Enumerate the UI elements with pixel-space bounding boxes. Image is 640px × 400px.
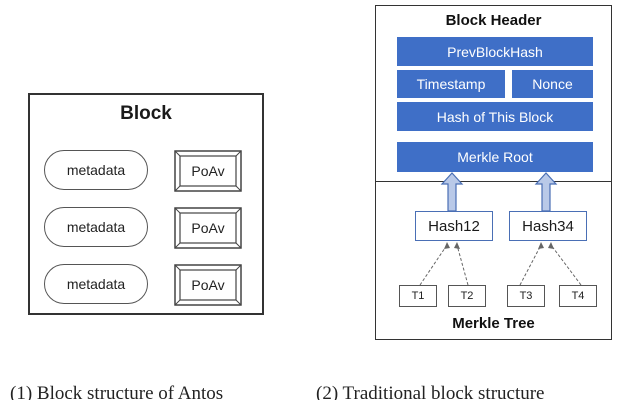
up-arrow-icon	[534, 172, 558, 212]
poav-box: PoAv	[174, 150, 242, 192]
metadata-pill: metadata	[44, 207, 148, 247]
poav-label: PoAv	[191, 220, 225, 236]
transaction-box: T3	[507, 285, 545, 307]
transaction-box: T1	[399, 285, 437, 307]
hash-of-this-block-box: Hash of This Block	[397, 102, 593, 131]
block-title: Block	[120, 103, 172, 124]
transaction-box: T2	[448, 285, 486, 307]
hash12-box: Hash12	[415, 211, 493, 241]
traditional-block-panel: Block Header PrevBlockHash Timestamp Non…	[375, 5, 612, 340]
merkle-tree-title: Merkle Tree	[452, 315, 535, 332]
block-header-title: Block Header	[445, 12, 542, 29]
prev-block-hash-box: PrevBlockHash	[397, 37, 593, 66]
caption-left: (1) Block structure of Antos	[10, 383, 224, 400]
antos-block-panel: Block metadata PoAv metadata	[28, 93, 264, 315]
merkle-root-box: Merkle Root	[397, 142, 593, 172]
block-row: metadata PoAv	[30, 207, 262, 249]
poav-frame-icon	[174, 264, 242, 306]
poav-frame-icon	[174, 207, 242, 249]
transaction-box: T4	[559, 285, 597, 307]
hash34-box: Hash34	[509, 211, 587, 241]
poav-box: PoAv	[174, 264, 242, 306]
block-row: metadata PoAv	[30, 264, 262, 306]
caption-right: (2) Traditional block structure	[316, 383, 545, 400]
poav-box: PoAv	[174, 207, 242, 249]
poav-label: PoAv	[191, 163, 225, 179]
merkle-connectors	[419, 172, 582, 286]
timestamp-box: Timestamp	[397, 70, 505, 98]
poav-label: PoAv	[191, 277, 225, 293]
metadata-pill: metadata	[44, 264, 148, 304]
nonce-box: Nonce	[512, 70, 593, 98]
metadata-pill: metadata	[44, 150, 148, 190]
poav-frame-icon	[174, 150, 242, 192]
block-row: metadata PoAv	[30, 150, 262, 192]
up-arrow-icon	[440, 172, 464, 212]
header-tree-divider	[376, 181, 611, 182]
